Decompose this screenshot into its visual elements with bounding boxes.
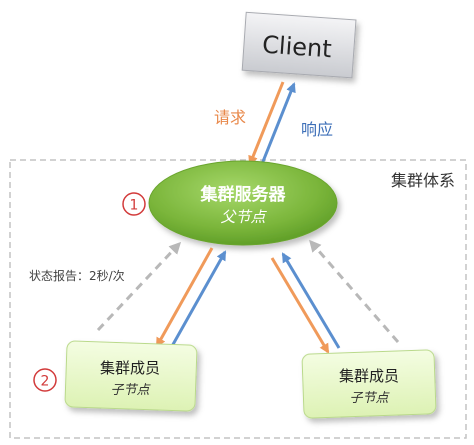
- cluster-boundary: [9, 159, 467, 439]
- server-title: 集群服务器: [200, 184, 287, 205]
- right-member-title: 集群成员: [339, 367, 399, 385]
- cluster-server-node: [148, 160, 338, 246]
- client-label: Client: [261, 31, 332, 64]
- response-arrow: [260, 82, 296, 165]
- server-subtitle: 父节点: [220, 208, 267, 226]
- cluster-label: 集群体系: [391, 171, 455, 190]
- left-up-arrow: [169, 250, 227, 349]
- right-status-arrow: [309, 239, 400, 343]
- marker-one: [122, 192, 146, 216]
- marker-two-number: 2: [41, 374, 50, 390]
- left-member-title: 集群成员: [100, 359, 160, 377]
- status-report-label: 状态报告：2秒/次: [29, 268, 125, 283]
- left-member-subtitle: 子节点: [110, 383, 151, 398]
- left-status-arrow: [96, 241, 182, 332]
- request-label: 请求: [214, 108, 246, 127]
- left-down-arrow: [155, 247, 214, 348]
- request-arrow: [248, 81, 285, 166]
- right-down-arrow: [270, 257, 330, 354]
- cluster-member-node-left: [64, 340, 198, 412]
- cluster-member-node-right: [301, 349, 437, 419]
- response-label: 响应: [301, 120, 333, 139]
- client-node: [241, 11, 357, 79]
- right-up-arrow: [281, 252, 341, 349]
- marker-one-number: 1: [130, 198, 139, 214]
- marker-two: [33, 368, 57, 392]
- right-member-subtitle: 子节点: [349, 391, 390, 406]
